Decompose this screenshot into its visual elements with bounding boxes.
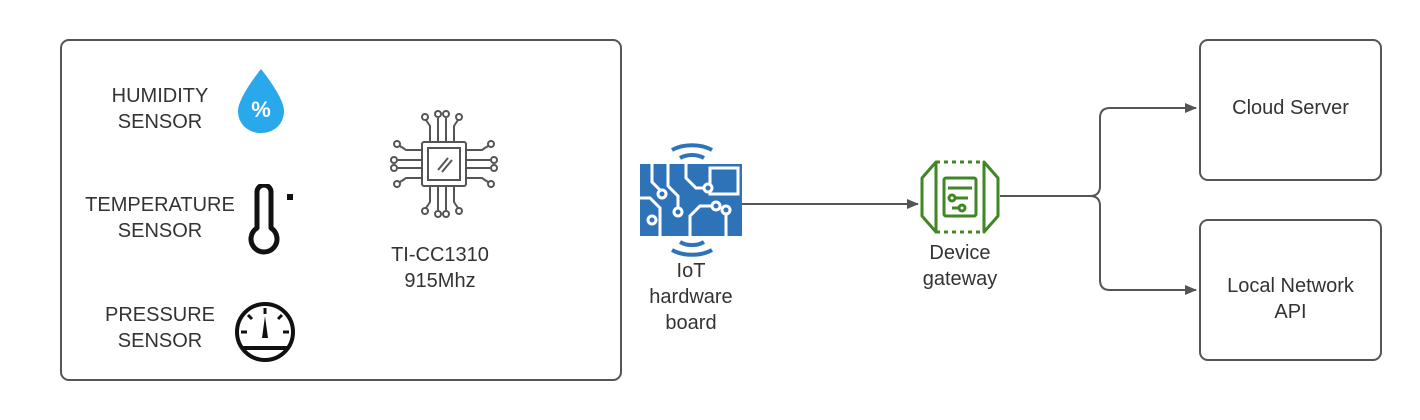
gateway-label: Device gateway xyxy=(922,242,998,290)
edge-gateway-to-cloud xyxy=(1000,103,1197,197)
thermometer-icon xyxy=(244,184,296,256)
chip-label: TI-CC1310 915Mhz xyxy=(391,244,489,292)
cloud-server-box xyxy=(1199,39,1382,181)
sensor-panel xyxy=(60,39,622,381)
humidity-sensor-label: HUMIDITY SENSOR xyxy=(111,85,209,133)
cloud-server-label: Cloud Server xyxy=(1232,97,1349,119)
pressure-sensor-label: PRESSURE SENSOR xyxy=(104,304,216,352)
iot-board-label: IoT hardware board xyxy=(649,260,733,334)
edge-gateway-to-local-api xyxy=(1089,195,1197,295)
gauge-icon xyxy=(233,300,297,362)
iot-board-icon xyxy=(640,138,744,262)
local-api-box xyxy=(1199,219,1382,361)
water-drop-icon: % xyxy=(234,67,288,135)
humidity-percent-text: % xyxy=(251,97,271,122)
chip-icon xyxy=(386,108,502,220)
local-api-label: Local Network API xyxy=(1227,275,1354,323)
gateway-icon xyxy=(918,158,1002,236)
temperature-sensor-label: TEMPERATURE SENSOR xyxy=(85,194,235,242)
